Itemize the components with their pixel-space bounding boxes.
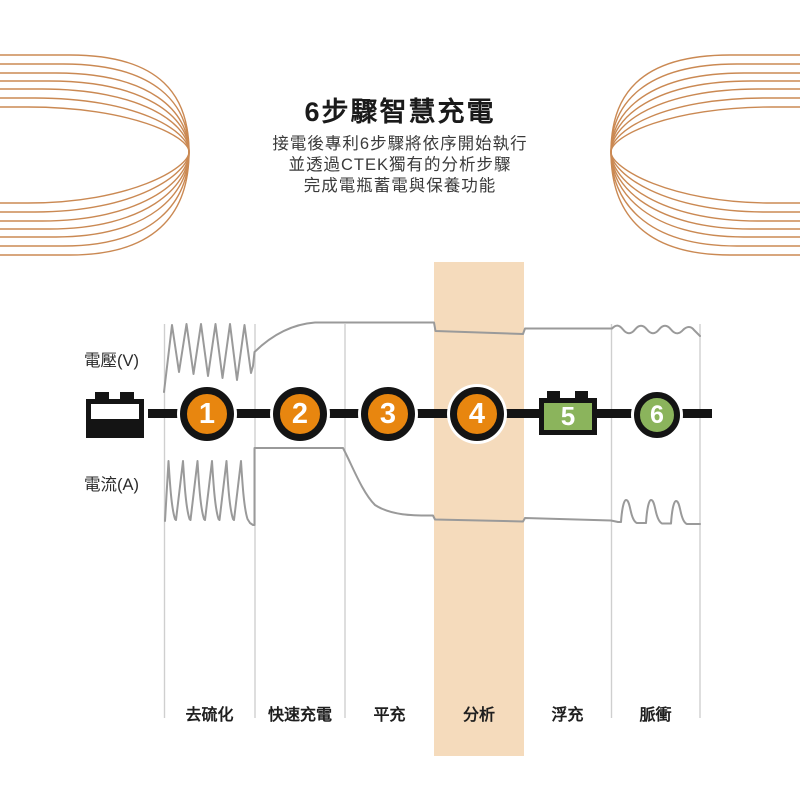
step-marker-5-battery-icon: 5 bbox=[539, 391, 597, 435]
voltage-curve bbox=[163, 321, 701, 393]
phase-label-desulfation: 去硫化 bbox=[185, 707, 234, 724]
phase-label-fast-charge: 快速充電 bbox=[267, 707, 332, 724]
subtitle-line-1: 接電後專利6步驟將依序開始執行 bbox=[272, 135, 528, 153]
step-marker-4: 4 bbox=[450, 387, 504, 441]
battery-terminal-icon bbox=[575, 391, 588, 400]
timeline-line bbox=[148, 409, 712, 418]
step-marker-3: 3 bbox=[361, 387, 415, 441]
decoration-left-horn bbox=[0, 54, 190, 256]
step-marker-6: 6 bbox=[634, 392, 680, 438]
battery-body bbox=[86, 399, 144, 438]
phase-label-pulse: 脈衝 bbox=[639, 707, 672, 724]
step-marker-2: 2 bbox=[273, 387, 327, 441]
phase-label-absorption: 平充 bbox=[373, 707, 406, 724]
analysis-highlight-band bbox=[434, 262, 524, 756]
battery-terminal-icon bbox=[95, 392, 109, 401]
page-title: 6步驟智慧充電 bbox=[304, 97, 496, 127]
phase-label-float: 浮充 bbox=[551, 707, 584, 724]
phase-label-analysis: 分析 bbox=[462, 707, 495, 724]
step-marker-1: 1 bbox=[180, 387, 234, 441]
voltage-axis-label: 電壓(V) bbox=[84, 352, 139, 370]
step-marker-5-number: 5 bbox=[539, 398, 597, 435]
subtitle-line-3: 完成電瓶蓄電與保養功能 bbox=[303, 177, 497, 195]
battery-icon bbox=[86, 392, 144, 438]
decoration-right-horn bbox=[610, 54, 800, 256]
current-axis-label: 電流(A) bbox=[84, 476, 139, 494]
battery-terminal-icon bbox=[120, 392, 134, 401]
page-subtitle: 接電後專利6步驟將依序開始執行 並透過CTEK獨有的分析步驟 完成電瓶蓄電與保養… bbox=[0, 134, 800, 197]
subtitle-line-2: 並透過CTEK獨有的分析步驟 bbox=[288, 156, 512, 174]
battery-terminal-icon bbox=[547, 391, 560, 400]
current-curve bbox=[164, 447, 701, 526]
